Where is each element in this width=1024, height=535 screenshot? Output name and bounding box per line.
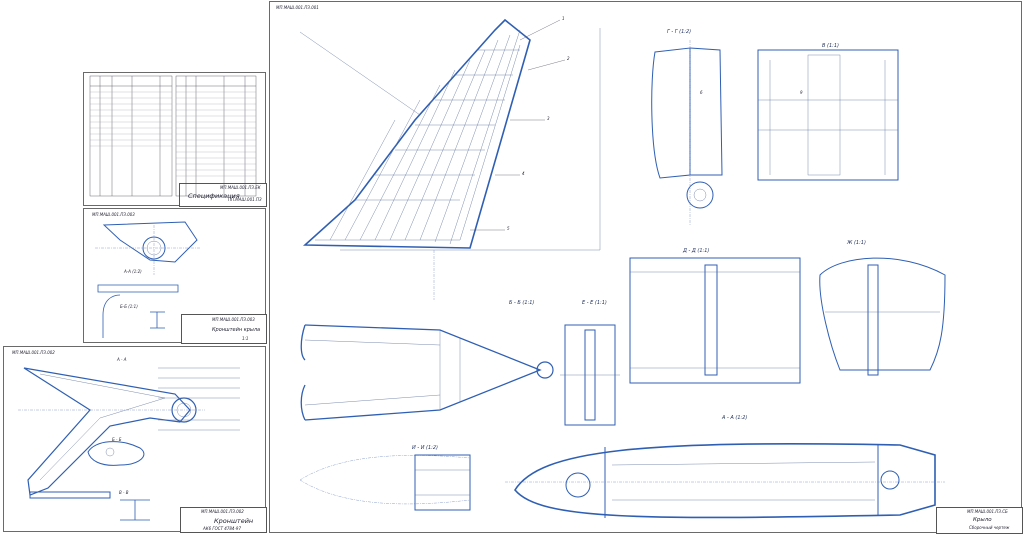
pos-label-5: 5: [507, 226, 510, 231]
spec-stamp-code: МП.МАШ.001.ПЗ.ЕК: [220, 185, 261, 190]
bracket-small-section-a: А-А (1:2): [124, 269, 142, 274]
spec-sheet: Спецификация МП.МАШ.001.ПЗ.ЕК: [83, 72, 267, 207]
bracket-big-sheet: МП.МАШ.001.ПЗ.002 А - А Б - Б В - В МП.М…: [3, 346, 267, 533]
pos-label-9: 9: [800, 90, 803, 95]
pos-label-4: 4: [522, 171, 525, 176]
spec-side-tag: ПП.МАШ.001.ПЗ: [228, 197, 262, 202]
view-b: [300, 324, 554, 421]
view-zh: [819, 257, 946, 376]
view-e: [560, 324, 620, 426]
bracket-big-corner-tag: МП.МАШ.001.ПЗ.002: [12, 350, 55, 355]
bracket-big-section-c: В - В: [119, 490, 129, 495]
view-g-title: Г - Г (1:2): [667, 29, 692, 35]
bracket-small-view: [95, 221, 200, 338]
view-d: [629, 257, 801, 384]
view-v-title: В (1:1): [822, 43, 839, 49]
bracket-big-material: АК6 ГОСТ 4784-97: [203, 526, 241, 531]
wing-plan-view: [299, 18, 601, 300]
main-corner-tag: МП.МАШ.001.ПЗ.001: [276, 5, 319, 10]
spec-table: [89, 75, 257, 197]
view-i-title: И - И (1:2): [412, 445, 439, 451]
view-v: [757, 49, 899, 181]
bracket-small-section-b: Б-Б (1:1): [120, 304, 138, 309]
main-title-block: МП.МАШ.001.ПЗ.СБ Крыло Сборочный чертеж: [936, 507, 1023, 534]
bracket-small-corner-tag: МП.МАШ.001.ПЗ.003: [92, 212, 135, 217]
view-e-title: Е - Е (1:1): [582, 300, 607, 306]
bracket-small-stamp-code: МП.МАШ.001.ПЗ.003: [212, 317, 255, 322]
bracket-big-title-block: МП.МАШ.001.ПЗ.002 Кронштейн АК6 ГОСТ 478…: [180, 507, 267, 533]
main-name: Крыло: [973, 517, 992, 523]
pos-label-6: 6: [700, 90, 703, 95]
view-zh-title: Ж (1:1): [847, 240, 866, 246]
view-b-title: Б - Б (1:1): [509, 300, 535, 306]
view-a: [505, 443, 945, 519]
pos-label-1: 1: [562, 16, 565, 21]
pos-label-2: 2: [567, 56, 570, 61]
main-assembly-sheet: МП.МАШ.001.ПЗ.001 Г - Г (1:2) В (1:1) Д …: [269, 1, 1023, 534]
bracket-small-sheet: МП.МАШ.001.ПЗ.003 А-А (1:2) Б-Б (1:1) МП…: [83, 208, 267, 344]
view-g: [651, 40, 723, 225]
bracket-small-name: Кронштейн крыла: [212, 327, 261, 333]
bracket-small-scale: 1:1: [242, 336, 249, 341]
pos-label-3: 3: [547, 116, 550, 121]
spec-rows: [90, 91, 256, 177]
view-d-title: Д - Д (1:1): [683, 248, 710, 254]
bracket-big-name: Кронштейн: [214, 517, 254, 525]
bracket-big-section-a: А - А: [117, 357, 127, 362]
bracket-big-section-b: Б - Б: [112, 437, 122, 442]
view-a-title: А - А (1:2): [722, 415, 748, 421]
bracket-big-view: [18, 367, 240, 521]
bracket-big-stamp-code: МП.МАШ.001.ПЗ.002: [201, 509, 244, 514]
main-stamp-code: МП.МАШ.001.ПЗ.СБ: [967, 509, 1008, 514]
main-sub: Сборочный чертеж: [969, 525, 1010, 530]
bracket-small-title-block: МП.МАШ.001.ПЗ.003 Кронштейн крыла 1:1: [181, 314, 267, 344]
position-leaders: [470, 19, 566, 231]
view-i: [299, 454, 471, 511]
